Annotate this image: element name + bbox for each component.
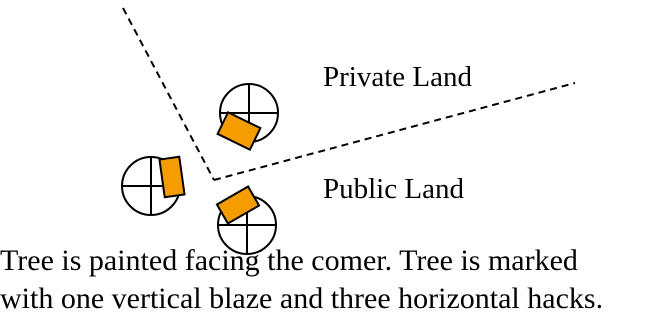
boundary-line-east xyxy=(213,82,576,181)
tree-left-side xyxy=(121,155,186,216)
tree-public-side xyxy=(215,185,277,255)
paint-blaze-icon xyxy=(215,185,261,225)
caption-line-1: Tree is painted facing the comer. Tree i… xyxy=(0,244,578,277)
caption-line-2: with one vertical blaze and three horizo… xyxy=(0,282,604,315)
boundary-line-north xyxy=(122,7,215,181)
paint-blaze-icon xyxy=(158,155,186,199)
tree-private-side xyxy=(216,83,279,152)
public-land-label: Public Land xyxy=(323,173,464,205)
private-land-label: Private Land xyxy=(323,61,472,93)
paint-blaze-icon xyxy=(216,110,262,152)
